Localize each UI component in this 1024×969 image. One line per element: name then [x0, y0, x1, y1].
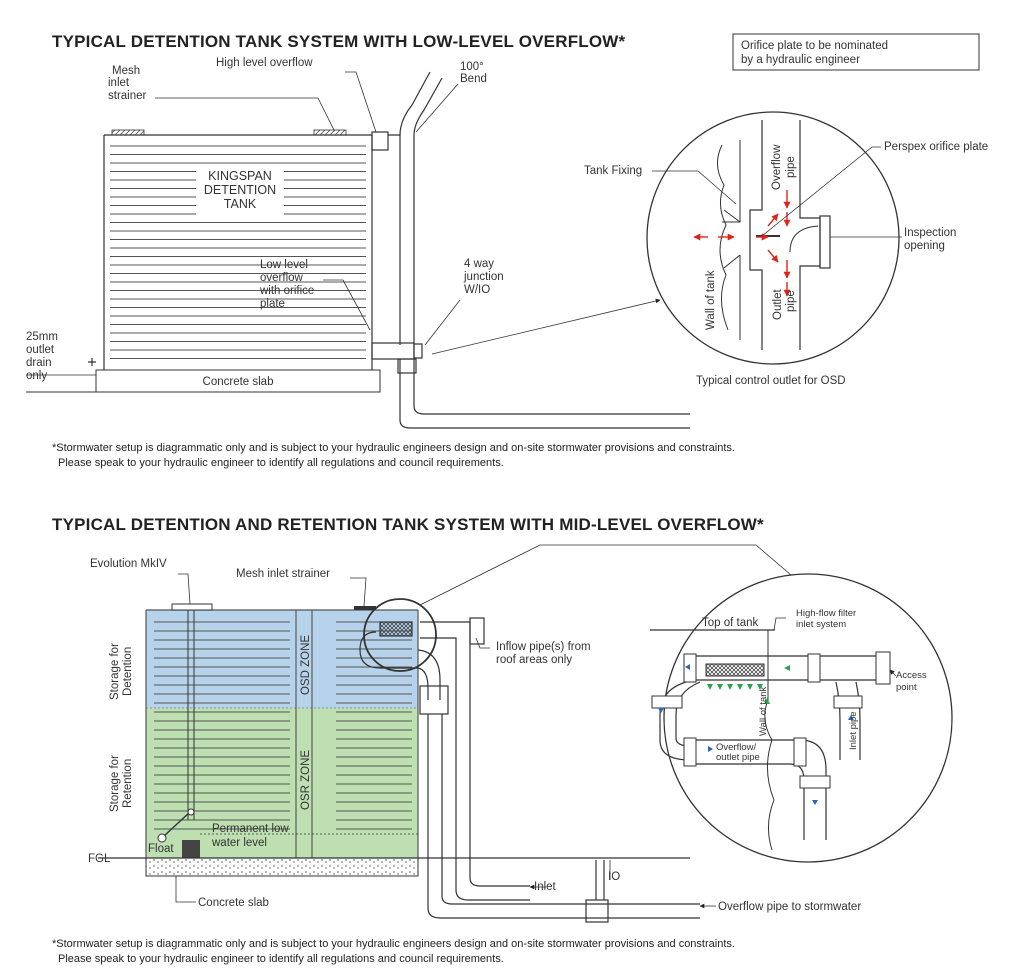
junction-1: 4 way	[464, 258, 494, 270]
concrete-slab-top: Concrete slab	[26, 369, 381, 393]
slab-label-bottom: Concrete slab	[198, 897, 269, 909]
evolution-label: Evolution MkIV	[90, 558, 167, 570]
mesh-label: Mesh inlet strainer	[236, 568, 330, 580]
float-label: Float	[148, 843, 174, 855]
bottom-footnote-1: *Stormwater setup is diagrammatic only a…	[52, 938, 735, 950]
inlet-pipe-label: Inlet pipe	[848, 711, 859, 750]
perspex-label: Perspex orifice plate	[884, 141, 988, 153]
bend-label-1: 100°	[460, 61, 484, 73]
fgl-label: FGL	[88, 853, 111, 865]
drain-4: only	[26, 370, 47, 382]
inlet-filter-detail: Top of tank High-flow filter inlet syste…	[650, 573, 953, 863]
storage-ret-1: Storage for	[109, 755, 121, 812]
low-overflow-4: plate	[260, 298, 285, 310]
bottom-pipework	[359, 598, 700, 923]
mesh-inlet-2: inlet	[108, 77, 130, 89]
detention-retention-tank: OSD ZONE OSR ZONE	[145, 603, 419, 858]
mesh-inlet-strainer	[354, 606, 376, 610]
detail-caption: Typical control outlet for OSD	[696, 375, 846, 387]
overflow-outlet-2: outlet pipe	[716, 752, 760, 763]
control-outlet-detail: Tank Fixing Perspex orifice plate Inspec…	[584, 111, 988, 387]
filter-2: inlet system	[796, 619, 846, 630]
osr-zone-label: OSR ZONE	[300, 750, 312, 810]
top-footnote-1: *Stormwater setup is diagrammatic only a…	[52, 442, 735, 454]
slab-label: Concrete slab	[203, 376, 274, 388]
note-line-2: by a hydraulic engineer	[741, 54, 860, 66]
detention-tank: KINGSPAN DETENTION TANK	[103, 129, 373, 370]
junction-2: junction	[463, 271, 504, 283]
junction-3: W/IO	[464, 284, 490, 296]
access-2: point	[896, 682, 917, 693]
inspection-1: Inspection	[904, 227, 956, 239]
top-footnote-2: Please speak to your hydraulic engineer …	[58, 457, 504, 469]
wall-of-tank-label: Wall of tank	[705, 270, 717, 330]
inflow-1: Inflow pipe(s) from	[496, 641, 591, 653]
inlet-label: Inlet	[534, 881, 557, 893]
overflow-pipework	[88, 71, 690, 429]
bottom-footnote-2: Please speak to your hydraulic engineer …	[58, 953, 504, 965]
top-of-tank-label: Top of tank	[702, 617, 759, 629]
storage-det-1: Storage for	[109, 643, 121, 700]
low-overflow-2: overflow	[260, 272, 304, 284]
overflow-pipe-2: pipe	[785, 156, 797, 178]
high-overflow-label: High level overflow	[216, 57, 313, 69]
top-note-box: Orifice plate to be nominated by a hydra…	[732, 33, 980, 71]
overflow-sw-label: Overflow pipe to stormwater	[718, 901, 861, 913]
mesh-strainer-left	[111, 129, 145, 136]
low-overflow-1: Low level	[260, 259, 308, 271]
mesh-inlet-3: strainer	[108, 90, 147, 102]
bottom-title: TYPICAL DETENTION AND RETENTION TANK SYS…	[52, 515, 764, 534]
note-line-1: Orifice plate to be nominated	[741, 40, 888, 52]
top-title: TYPICAL DETENTION TANK SYSTEM WITH LOW-L…	[52, 32, 626, 51]
osd-zone-label: OSD ZONE	[300, 635, 312, 695]
flow-arrows-green	[707, 665, 790, 704]
overflow-pipe-1: Overflow	[771, 144, 783, 190]
io-label: IO	[608, 871, 620, 883]
overflow-outlet-1: Overflow/	[716, 742, 756, 753]
flow-arrows-red	[693, 190, 791, 297]
storage-det-2: Detention	[122, 647, 134, 696]
access-1: Access	[896, 670, 927, 681]
ground-and-slab	[98, 857, 690, 877]
outlet-pipe-1: Outlet	[772, 289, 784, 320]
drain-1: 25mm	[26, 331, 58, 343]
inflow-2: roof areas only	[496, 654, 572, 666]
flow-arrows-blue	[658, 664, 854, 805]
top-callouts	[26, 71, 661, 376]
bend-label-2: Bend	[460, 73, 487, 85]
tank-label-3: TANK	[224, 197, 257, 211]
inspection-2: opening	[904, 240, 945, 252]
drain-2: outlet	[26, 344, 55, 356]
storage-ret-2: Retention	[122, 759, 134, 808]
mesh-strainer-right	[313, 129, 347, 136]
mesh-inlet-1: Mesh	[112, 65, 140, 77]
permanent-1: Permanent low	[212, 823, 289, 835]
tank-fixing-label: Tank Fixing	[584, 165, 642, 177]
low-overflow-3: with orifice	[259, 285, 314, 297]
tank-label-2: DETENTION	[204, 183, 276, 197]
tank-label-1: KINGSPAN	[208, 169, 272, 183]
detail-wall-label: Wall of tank	[758, 686, 769, 736]
outlet-pipe-2: pipe	[785, 290, 797, 312]
filter-1: High-flow filter	[796, 608, 856, 619]
bottom-callouts	[112, 544, 821, 909]
permanent-2: water level	[211, 837, 267, 849]
drain-3: drain	[26, 357, 52, 369]
